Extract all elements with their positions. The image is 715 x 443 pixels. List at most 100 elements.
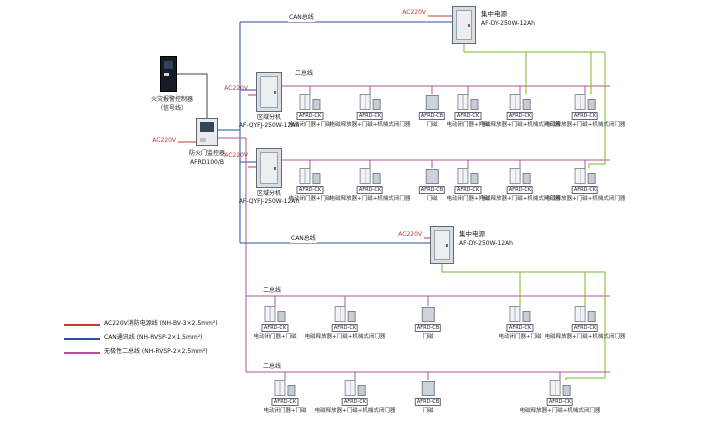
fire-controller-sublabel: （信号线） (156, 105, 188, 112)
ps1-label: 集中电源 (481, 10, 507, 18)
device-label: 电动闭门器+门磁 (288, 196, 332, 202)
device-model: AFRD-CK (296, 112, 324, 120)
central-power-cabinet-2 (430, 226, 454, 264)
device-label: 电磁释放器+门磁+机械式闭门器 (519, 408, 601, 414)
device-icons (509, 306, 531, 322)
device-afrd-ck: AFRD-CK 电磁释放器+门磁+机械式闭门器 (330, 168, 410, 202)
device-model: AFRD-CK (454, 186, 482, 194)
legend-two-bus-line-label: 无极性二总线 (NH-RVSP-2×2.5mm²) (104, 348, 208, 355)
device-afrd-ck: AFRD-CK 电磁释放器+门磁+机械式闭门器 (544, 306, 626, 340)
device-model: AFRD-CK (506, 324, 534, 332)
fire-controller-label: 火灾报警控制器 (150, 96, 194, 103)
release-icon (522, 173, 531, 184)
device-icons (457, 168, 479, 184)
release-icon (347, 311, 356, 322)
device-model: AFRD-CK (571, 112, 599, 120)
door-closer-icon (470, 173, 479, 184)
device-model: AFRD-CK (261, 324, 289, 332)
device-afrd-ck: AFRD-CK 电动闭门器+门磁 (263, 380, 307, 414)
device-model: AFRD-CB (418, 112, 446, 120)
device-label: 门磁 (422, 408, 434, 414)
device-label: 电动闭门器+门磁 (498, 334, 542, 340)
device-afrd-ck: AFRD-CK 电磁释放器+门磁+机械式闭门器 (314, 380, 396, 414)
door-icon (299, 168, 311, 184)
legend-two-bus-line-sample (64, 352, 100, 354)
legend-can-line-sample (64, 338, 100, 340)
device-model: AFRD-CK (356, 112, 384, 120)
door-closer-icon (287, 385, 296, 396)
device-icons (509, 94, 531, 110)
monitor-model: AFRD100/B (190, 159, 224, 166)
device-icons (299, 168, 321, 184)
release-icon (587, 173, 596, 184)
door-icon (457, 94, 469, 110)
device-icons (299, 94, 321, 110)
device-afrd-ck: AFRD-CK 电磁释放器+门磁+机械式闭门器 (480, 94, 560, 128)
ext1-label: 区域分机 (256, 114, 282, 121)
device-label: 电动闭门器+门磁 (288, 122, 332, 128)
door-closer-icon (277, 311, 286, 322)
device-icons (549, 380, 571, 396)
door-closer-icon (312, 173, 321, 184)
device-icons (509, 168, 531, 184)
legend-power-line-label: AC220V消防电源线 (NH-BV-3×2.5mm²) (104, 320, 218, 327)
device-icons (574, 94, 596, 110)
door-icon (574, 306, 586, 322)
device-model: AFRD-CB (418, 186, 446, 194)
release-icon (522, 99, 531, 110)
device-label: 电磁释放器+门磁+机械式闭门器 (329, 122, 411, 128)
device-afrd-ck: AFRD-CK 电磁释放器+门磁+机械式闭门器 (545, 94, 625, 128)
device-icons (421, 380, 435, 396)
door-magnet-icon (421, 381, 435, 396)
door-icon (509, 94, 521, 110)
device-afrd-ck: AFRD-CK 电动闭门器+门磁 (288, 168, 332, 202)
two-bus-label-row1: 二总线 (294, 70, 315, 78)
device-label: 门磁 (422, 334, 434, 340)
door-icon (334, 306, 346, 322)
door-icon (274, 380, 286, 396)
device-afrd-ck: AFRD-CK 电磁释放器+门磁+机械式闭门器 (544, 168, 626, 202)
device-model: AFRD-CK (546, 398, 574, 406)
door-icon (574, 94, 586, 110)
can-bus-label-mid: CAN总线 (290, 235, 317, 243)
door-magnet-icon (425, 169, 439, 184)
door-magnet-icon (421, 307, 435, 322)
device-afrd-cb: AFRD-CB 门磁 (418, 94, 446, 128)
device-icons (359, 168, 381, 184)
ext2-model: AF-QYFJ-250W-12Ah (238, 198, 300, 205)
device-label: 电磁释放器+门磁+机械式闭门器 (314, 408, 396, 414)
device-afrd-ck: AFRD-CK 电动闭门器+门磁 (288, 94, 332, 128)
device-icons (344, 380, 366, 396)
door-closer-icon (522, 311, 531, 322)
ps2-power-label: AC220V (398, 231, 422, 238)
device-model: AFRD-CK (506, 186, 534, 194)
device-label: 电磁释放器+门磁+机械式闭门器 (544, 196, 626, 202)
device-afrd-ck: AFRD-CK 电动闭门器+门磁 (446, 94, 490, 128)
device-label: 电磁释放器+门磁+机械式闭门器 (544, 334, 626, 340)
ext2-label: 区域分机 (256, 190, 282, 197)
device-icons (421, 306, 435, 322)
device-icons (264, 306, 286, 322)
door-icon (509, 168, 521, 184)
device-afrd-cb: AFRD-CB 门磁 (414, 380, 442, 414)
two-bus-label-row4: 二总线 (262, 363, 283, 371)
fire-door-monitor-icon (196, 118, 218, 146)
monitor-label: 防火门监控器 (188, 150, 226, 157)
device-label: 电动闭门器+门磁 (446, 122, 490, 128)
can-bus-label-top: CAN总线 (288, 14, 315, 22)
device-afrd-cb: AFRD-CB 门磁 (418, 168, 446, 202)
device-model: AFRD-CK (271, 398, 299, 406)
ps1-power-label: AC220V (402, 9, 426, 16)
device-afrd-ck: AFRD-CK 电动闭门器+门磁 (253, 306, 297, 340)
device-afrd-ck: AFRD-CK 电动闭门器+门磁 (446, 168, 490, 202)
ps1-model: AF-DY-250W-12Ah (481, 20, 535, 27)
device-model: AFRD-CK (454, 112, 482, 120)
release-icon (587, 311, 596, 322)
door-icon (344, 380, 356, 396)
release-icon (357, 385, 366, 396)
door-icon (359, 94, 371, 110)
door-closer-icon (312, 99, 321, 110)
door-icon (549, 380, 561, 396)
device-icons (574, 168, 596, 184)
